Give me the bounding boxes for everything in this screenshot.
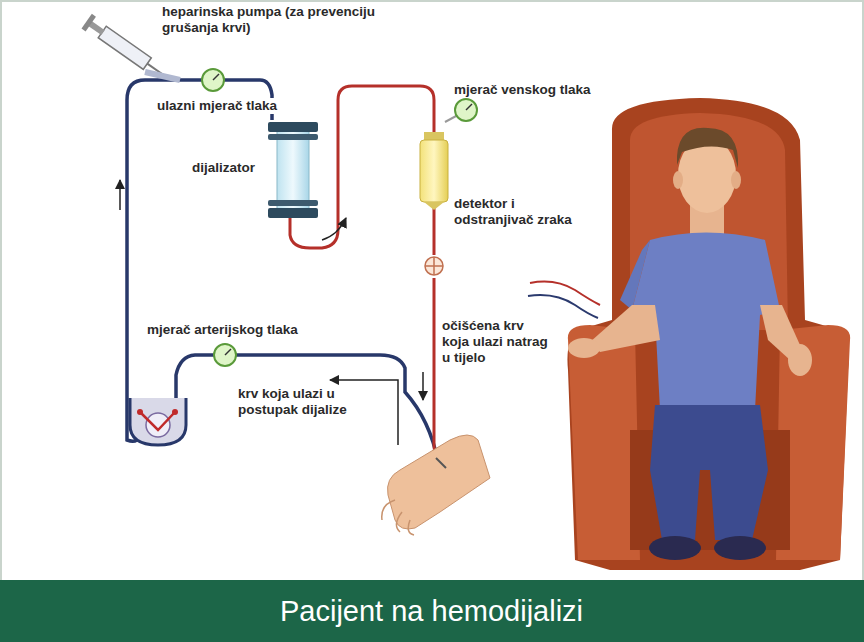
flow-arrow bbox=[119, 180, 121, 210]
flow-arrow bbox=[322, 218, 346, 240]
air-detector bbox=[420, 132, 448, 210]
tube-red-patient bbox=[530, 282, 600, 305]
component-label: mjerač venskog tlaka bbox=[452, 82, 593, 98]
component-label: mjerač arterijskog tlaka bbox=[145, 322, 300, 338]
component-label: krv koja ulazi u postupak dijalize bbox=[236, 386, 390, 418]
pressure-gauge bbox=[214, 344, 236, 366]
pressure-gauge bbox=[445, 99, 477, 122]
armchair bbox=[567, 98, 850, 570]
arterial-line bbox=[127, 80, 438, 462]
line-clamp bbox=[425, 257, 443, 275]
forearm bbox=[382, 435, 490, 535]
heparin-inlet bbox=[145, 72, 180, 80]
component-label: detektor i odstranjivač zraka bbox=[452, 196, 576, 228]
blood-pump bbox=[130, 398, 186, 445]
component-label: očišćena krv koja ulazi natrag u tijelo bbox=[440, 318, 554, 366]
component-label: heparinska pumpa (za prevenciju grušanja… bbox=[160, 4, 379, 36]
flow-arrow bbox=[422, 372, 424, 400]
diagram-title: Pacijent na hemodijalizi bbox=[280, 594, 583, 628]
dialyzer bbox=[268, 122, 318, 218]
tube-blue-patient bbox=[528, 295, 598, 318]
patient bbox=[568, 128, 812, 560]
component-label: ulazni mjerač tlaka bbox=[155, 98, 279, 114]
pressure-gauge bbox=[202, 69, 224, 91]
component-label: dijalizator bbox=[190, 160, 257, 176]
